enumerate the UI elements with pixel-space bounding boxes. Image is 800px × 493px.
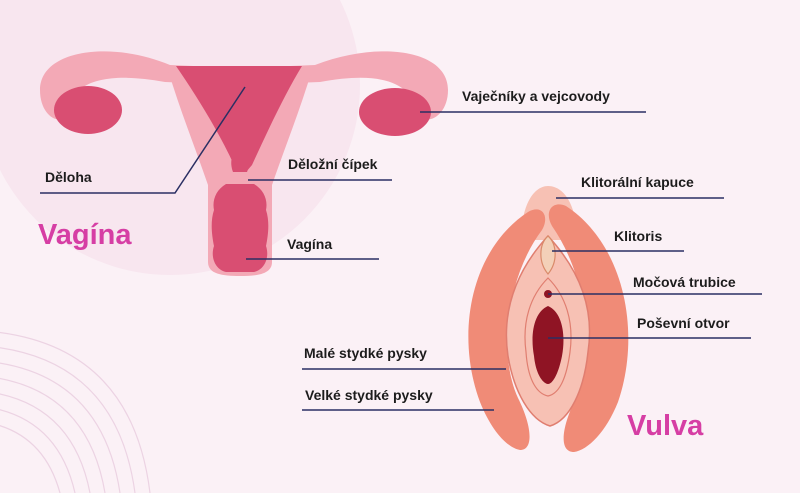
fallopian-tubes xyxy=(40,51,448,120)
clitoris-shape xyxy=(540,235,556,275)
label-clitoris: Klitoris xyxy=(614,228,663,244)
leader-line-uterus xyxy=(40,86,246,194)
inner-vestibule xyxy=(524,277,572,397)
label-vaginal-opening: Poševní otvor xyxy=(637,315,730,331)
uterine-cavity xyxy=(176,66,302,172)
label-clitoral-hood: Klitorální kapuce xyxy=(581,174,694,190)
uterus-illustration xyxy=(40,51,448,276)
leader-lines xyxy=(40,86,762,411)
right-ovary xyxy=(359,88,431,136)
vaginal-opening-shape xyxy=(532,306,564,384)
label-ovaries-tubes: Vaječníky a vejcovody xyxy=(462,88,610,104)
label-labia-minora: Malé stydké pysky xyxy=(304,345,427,361)
label-labia-majora: Velké stydké pysky xyxy=(305,387,433,403)
left-ovary xyxy=(54,86,122,134)
vaginal-canal xyxy=(211,184,269,272)
label-cervix: Děložní čípek xyxy=(288,156,378,172)
cervix-shape xyxy=(231,150,249,172)
vulva-illustration xyxy=(468,186,629,452)
uterus-diagram-title: Vagína xyxy=(38,219,132,251)
label-uterus: Děloha xyxy=(45,169,92,185)
label-vagina: Vagína xyxy=(287,236,333,252)
vulva-diagram-title: Vulva xyxy=(627,410,704,442)
uterus-body xyxy=(168,70,312,276)
label-urethra: Močová trubice xyxy=(633,274,736,290)
